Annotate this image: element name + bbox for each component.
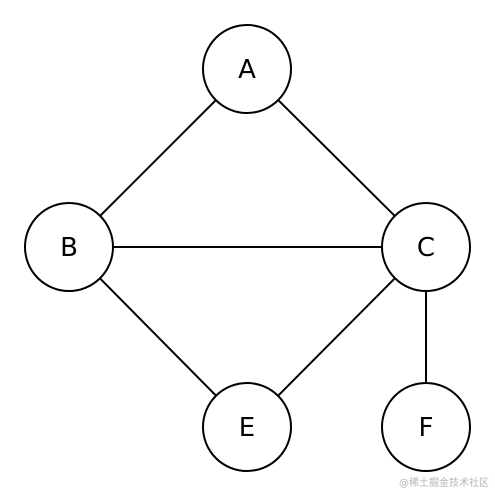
node-circle-f bbox=[381, 382, 471, 472]
edge-b-e bbox=[99, 277, 217, 397]
node-label-f: F bbox=[419, 413, 434, 443]
node-b: B bbox=[24, 202, 114, 292]
edge-c-e bbox=[277, 277, 396, 397]
node-circle-c bbox=[381, 202, 471, 292]
node-circle-b bbox=[24, 202, 114, 292]
nodes-layer: A B C E F bbox=[24, 24, 471, 472]
node-e: E bbox=[202, 382, 292, 472]
node-label-a: A bbox=[238, 55, 256, 85]
node-label-e: E bbox=[239, 413, 255, 443]
node-c: C bbox=[381, 202, 471, 292]
watermark-text: @稀土掘金技术社区 bbox=[399, 478, 489, 489]
edge-a-c bbox=[277, 99, 396, 217]
node-circle-a bbox=[202, 24, 292, 114]
edges-layer bbox=[99, 99, 427, 397]
node-label-b: B bbox=[60, 233, 78, 263]
node-label-c: C bbox=[417, 233, 435, 263]
node-f: F bbox=[381, 382, 471, 472]
node-a: A bbox=[202, 24, 292, 114]
node-circle-e bbox=[202, 382, 292, 472]
edge-a-b bbox=[99, 99, 217, 217]
